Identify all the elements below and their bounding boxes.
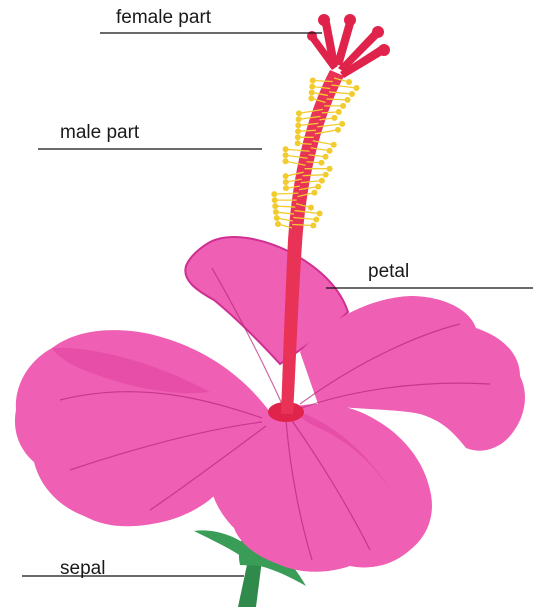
anther [309,89,315,95]
anther [272,197,278,203]
label-sepal: sepal [22,558,244,579]
anther [336,109,342,115]
anther [295,122,301,128]
anther [308,95,314,101]
anther [327,148,333,154]
anther [283,146,289,152]
anther [275,221,281,227]
anther [295,140,301,146]
anther [310,223,316,229]
anther [319,160,325,166]
anther [272,203,278,209]
stem [238,560,262,607]
anther [331,142,337,148]
anther [313,217,319,223]
anther [283,152,289,158]
label-petal-text: petal [368,261,409,282]
anther [296,110,302,116]
stigma-pad [318,14,330,26]
anther [339,121,345,127]
anther [295,134,301,140]
stigma [307,14,390,78]
anther [319,178,325,184]
anther [353,85,359,91]
anther [323,154,329,160]
anther [317,211,323,217]
label-female-part-text: female part [116,7,212,28]
label-female-part: female part [100,7,322,33]
anther [295,128,301,134]
stigma-pad [372,26,384,38]
anther [283,173,289,179]
petals [15,237,525,572]
anther [349,91,355,97]
anther [283,158,289,164]
anther [311,190,317,196]
anther [308,205,314,211]
anther [340,103,346,109]
anther [310,77,316,83]
anther [327,166,333,172]
anther [283,179,289,185]
anther [315,184,321,190]
anther [335,127,341,133]
anther [274,215,280,221]
anther [273,209,279,215]
label-petal: petal [326,261,533,288]
anther [283,185,289,191]
anther [271,191,277,197]
anther [296,116,302,122]
anther [309,83,315,89]
stigma-pad [344,14,356,26]
label-male-part-text: male part [60,122,140,143]
anther [331,115,337,121]
stigma-pad [378,44,390,56]
label-male-part: male part [38,122,262,149]
anther [345,97,351,103]
anther [346,79,352,85]
anther [323,172,329,178]
